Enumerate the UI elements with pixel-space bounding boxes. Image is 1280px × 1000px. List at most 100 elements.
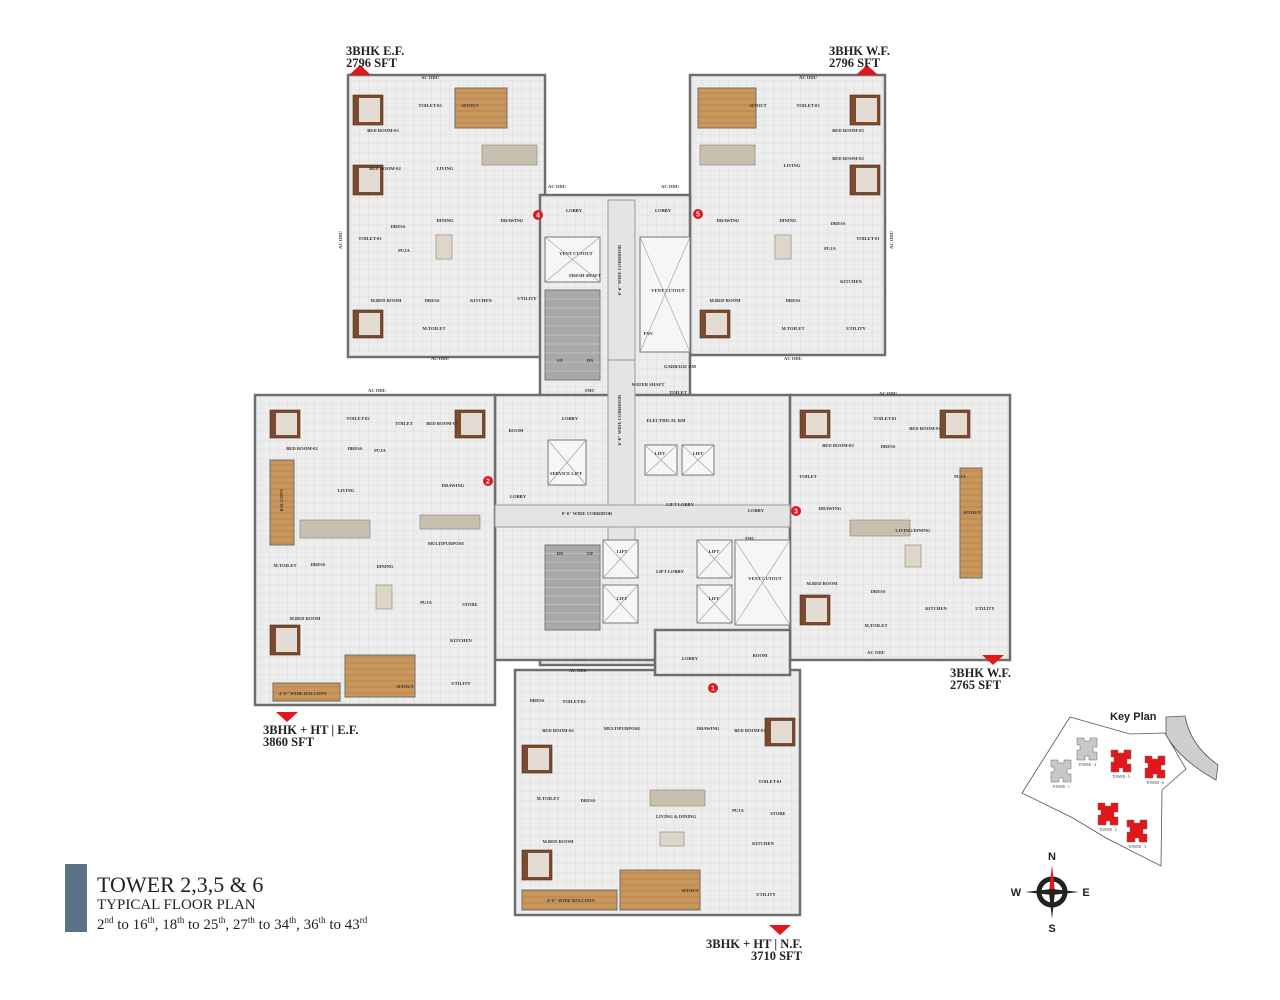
room-label: BED ROOM-02 [542,728,574,733]
road [1165,715,1219,781]
room-label: PUJA [420,600,432,605]
compass-south-needle-icon [1049,892,1055,919]
wooden-deck [344,654,416,698]
room-label: TOILET-01 [358,236,382,241]
bed-linen [528,853,549,877]
floor-number: 34 [274,917,290,933]
room-label: LOBBY [566,208,583,213]
room-label: STORE [770,811,786,816]
room-label: UTILITY [846,326,866,331]
room-label: VENT CUTOUT [559,251,592,256]
room-label: DRESS [581,798,596,803]
shaft-cross [696,584,733,624]
entry-marker-icon [856,65,878,75]
tower-label: TOWER - 3 [1128,845,1146,849]
floor-ordinal-suffix: th [318,915,326,925]
room-label: TOILET [799,474,817,479]
room-label: DRESS [391,224,406,229]
floor-ordinal-suffix: rd [359,915,368,925]
room-label: AC ODU [569,668,588,673]
room-label: TOILET-03 [418,103,442,108]
room-label: KITCHEN [450,638,472,643]
room-label: MULTIPURPOSE [428,541,465,546]
room-label: ROOM [509,428,524,433]
unit-number: 3 [794,509,798,516]
room-label: PUJA [732,808,744,813]
room-label: DRAWING [697,726,720,731]
shaft-cross [644,444,678,476]
bottom-lobby-floor [653,628,792,677]
bed-linen [461,413,482,435]
room-label: DRAWING [819,506,842,511]
sofa-icon [849,519,911,537]
corridor [607,199,636,361]
room-label: M.TOILET [536,796,559,801]
unit-1-label: 3BHK + HT | N.F. 3710 SFT [706,938,802,963]
room-label: AC ODU [879,391,898,396]
unit-number: 1 [711,686,715,693]
room-label: ROOM [753,653,768,658]
bed-linen [359,313,380,335]
tower-label: TOWER - 1 [1052,785,1070,789]
room-label: DRAWING [442,483,465,488]
room-label: BED ROOM-01 [909,426,941,431]
bed-linen [706,313,727,335]
floor-number: 25 [203,917,219,933]
shaft-cross [639,236,691,353]
dining-table-icon [659,831,685,847]
room-label: SITOUT [681,888,698,893]
floor-number: 2 [97,917,105,933]
room-label: SITOUT [461,103,478,108]
tower-title: TOWER 2,3,5 & 6 [97,872,264,897]
room-label: AC ODU [431,356,450,361]
room-label: PUJA [374,448,386,453]
room-label: LIFT [655,451,666,456]
tower-label: TOWER - 6 [1146,781,1164,785]
tower-icon [1144,755,1166,779]
room-label: M.TOILET [422,326,445,331]
room-label: BED ROOM-03 [367,128,399,133]
room-label: LOBBY [748,508,765,513]
room-label: DN [557,551,564,556]
floor-number: 16 [132,917,148,933]
room-label: KITCHEN [840,279,862,284]
room-label: BED ROOM-02 [832,156,864,161]
compass-west-needle-icon [1025,889,1052,895]
room-label: M.BED ROOM [807,581,839,586]
room-label: 4'-0" WIDE BALCONY [279,691,328,696]
shaft-cross [602,539,639,579]
room-label: DINING [779,218,797,223]
floor-separator: to [325,917,345,933]
floor-ordinal-suffix: th [218,915,226,925]
room-label: DRESS [348,446,363,451]
floor-number: 43 [344,917,360,933]
floor-separator: to [254,917,275,933]
room-label: LIVING [437,166,454,171]
room-label: BED ROOM-02 [822,443,854,448]
unit-type: 3BHK W.F. [829,44,891,58]
unit-number-badge [693,209,703,219]
room-label: SITOUT [396,684,413,689]
unit-number-badge [533,210,543,220]
shaft-cross [681,444,715,476]
room-label: KITCHEN [925,606,947,611]
tower-icon [1097,802,1119,826]
entry-marker-icon [276,712,298,722]
room-label: STORE [462,602,478,607]
room-label: LIFT [617,549,628,554]
room-label: TOILET-01 [873,416,897,421]
room-label: AC ODU [368,388,387,393]
room-label: DN [587,358,594,363]
corridor [494,504,791,528]
room-label: BED ROOM-01 [426,421,458,426]
corridor [607,359,636,561]
site-boundary [1021,716,1187,867]
floor-range: 2nd to 16th, 18th to 25th, 27th to 34th,… [97,915,367,934]
unit-number: 2 [486,479,490,486]
room-label: LIVING/DINING [895,528,931,533]
room-label: M.BED ROOM [543,839,575,844]
tower-icon [1126,819,1148,843]
unit-number: 5 [696,212,700,219]
room-label: FHC [585,388,595,393]
